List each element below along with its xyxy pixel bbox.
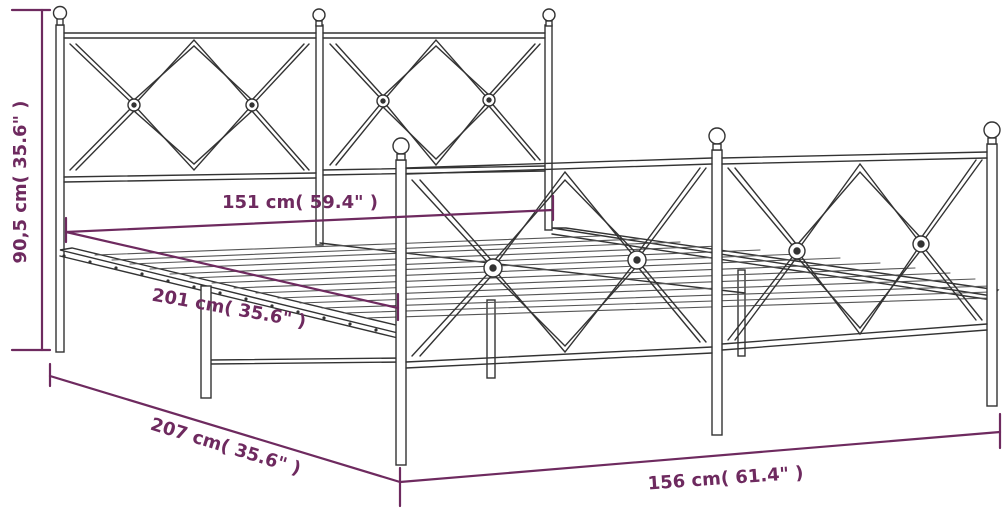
bed-frame (52, 5, 1001, 466)
total-width-label: 156 cm( 61.4" ) (647, 463, 804, 495)
inner-length-dimension-line (64, 230, 400, 322)
headboard-width-dimension-line (64, 194, 555, 244)
total-length-dimension-line (48, 362, 402, 508)
footboard (392, 121, 1001, 466)
headboard (52, 5, 556, 353)
dimension-labels: 90,5 cm( 35.6" ) 151 cm( 59.4" ) 201 cm(… (10, 101, 804, 495)
total-width-dimension-line (398, 412, 1002, 484)
dimension-lines (10, 8, 1002, 508)
height-label: 90,5 cm( 35.6" ) (10, 101, 31, 264)
headboard-width-label: 151 cm( 59.4" ) (222, 192, 378, 213)
height-dimension-line (10, 8, 52, 352)
